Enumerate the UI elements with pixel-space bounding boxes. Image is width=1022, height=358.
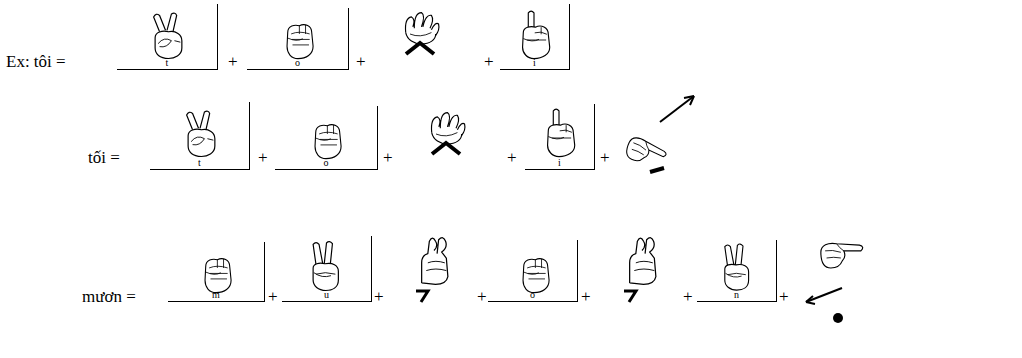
plus-sign: + bbox=[477, 288, 487, 305]
sign-box: o bbox=[488, 240, 578, 302]
sign-box: u bbox=[282, 236, 372, 302]
letter-caption: u bbox=[324, 290, 329, 301]
plus-sign: + bbox=[374, 288, 384, 305]
sign-box: t bbox=[150, 102, 250, 170]
plus-sign: + bbox=[258, 149, 268, 166]
sign-box: n bbox=[697, 240, 777, 302]
plus-sign: + bbox=[779, 288, 789, 305]
sign-box: o bbox=[275, 106, 378, 170]
sign-box: i bbox=[525, 104, 595, 170]
sign-box: i bbox=[500, 4, 570, 70]
letter-caption: i bbox=[558, 158, 561, 169]
plus-sign: + bbox=[507, 149, 517, 166]
word-label: Ex: tôi = bbox=[6, 53, 66, 70]
plus-sign: + bbox=[600, 149, 610, 166]
plus-sign: + bbox=[356, 53, 366, 70]
word-label: tối = bbox=[88, 149, 120, 166]
letter-caption: o bbox=[295, 58, 300, 69]
plus-sign: + bbox=[581, 288, 591, 305]
letter-caption: t bbox=[166, 58, 169, 69]
letter-caption: t bbox=[198, 158, 201, 169]
word-label: mươn = bbox=[82, 288, 136, 305]
plus-sign: + bbox=[268, 288, 278, 305]
plus-sign: + bbox=[683, 288, 693, 305]
plus-sign: + bbox=[383, 149, 393, 166]
letter-caption: o bbox=[530, 290, 535, 301]
sign-box: t bbox=[117, 4, 218, 70]
sign-box: m bbox=[168, 242, 265, 302]
letter-caption: o bbox=[324, 158, 329, 169]
letter-caption: i bbox=[533, 58, 536, 69]
sign-box: o bbox=[247, 8, 349, 70]
letter-caption: m bbox=[212, 290, 220, 301]
letter-caption: n bbox=[734, 290, 739, 301]
plus-sign: + bbox=[484, 53, 494, 70]
plus-sign: + bbox=[228, 53, 238, 70]
